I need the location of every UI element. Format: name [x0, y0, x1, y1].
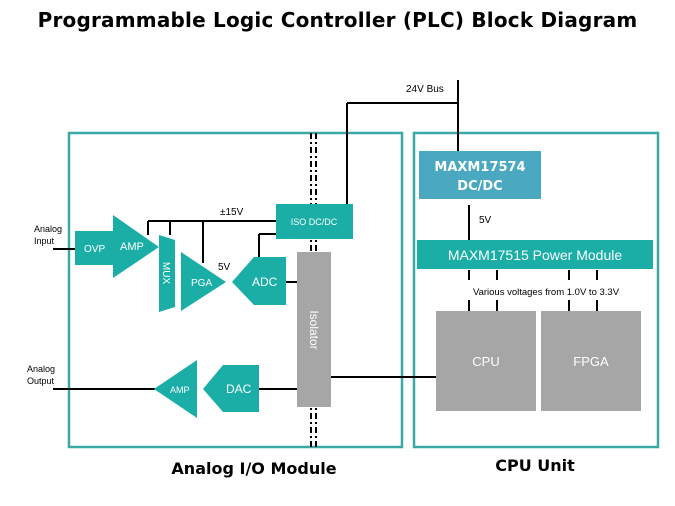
isolator-block [297, 252, 331, 407]
mux-label: MUX [160, 262, 171, 285]
rail-15v-label: ±15V [220, 207, 244, 218]
ovp-label: OVP [84, 244, 105, 255]
maxm17574-dcdc-block [419, 151, 541, 199]
dcdc-label-line1: MAXM17574 [434, 160, 525, 175]
cpu-power-wiring [468, 205, 598, 311]
adc-label: ADC [252, 275, 278, 289]
mux-block [159, 235, 175, 312]
amp-out-label: AMP [170, 385, 190, 395]
power-module-label: MAXM17515 Power Module [448, 247, 623, 263]
fpga-label: FPGA [573, 354, 609, 369]
power-module-block [417, 240, 653, 269]
rail-5v-label: 5V [218, 262, 231, 273]
pga-label: PGA [191, 278, 212, 289]
pga-block [181, 252, 226, 311]
iso-dcdc-block [276, 204, 353, 239]
analog-output-label: Analog Output [27, 364, 58, 386]
iso-dcdc-label: ISO DC/DC [291, 217, 338, 227]
amp-in-label: AMP [120, 241, 144, 253]
amp-out-block [154, 360, 197, 418]
analog-wiring [53, 220, 436, 390]
ovp-amp-block [75, 215, 159, 278]
bus-wiring [346, 80, 459, 206]
cpu-block [436, 311, 536, 411]
fpga-block [541, 311, 641, 411]
cpu-label: CPU [472, 354, 499, 369]
dac-label: DAC [226, 382, 252, 396]
dcdc-label-line2: DC/DC [457, 179, 502, 194]
analog-io-module-frame [67, 131, 404, 449]
analog-input-label: Analog Input [34, 224, 65, 246]
voltages-note: Various voltages from 1.0V to 3.3V [473, 287, 620, 298]
isolator-label: Isolator [307, 310, 321, 349]
dac-block [203, 365, 259, 412]
cpu-unit-frame [412, 131, 660, 449]
adc-block [232, 257, 286, 305]
analog-io-module-label: Analog I/O Module [171, 459, 336, 478]
diagram-title: Programmable Logic Controller (PLC) Bloc… [37, 8, 638, 32]
bus-label: 24V Bus [406, 84, 444, 95]
cpu-unit-label: CPU Unit [495, 456, 575, 475]
cpu-5v-label: 5V [479, 215, 492, 226]
